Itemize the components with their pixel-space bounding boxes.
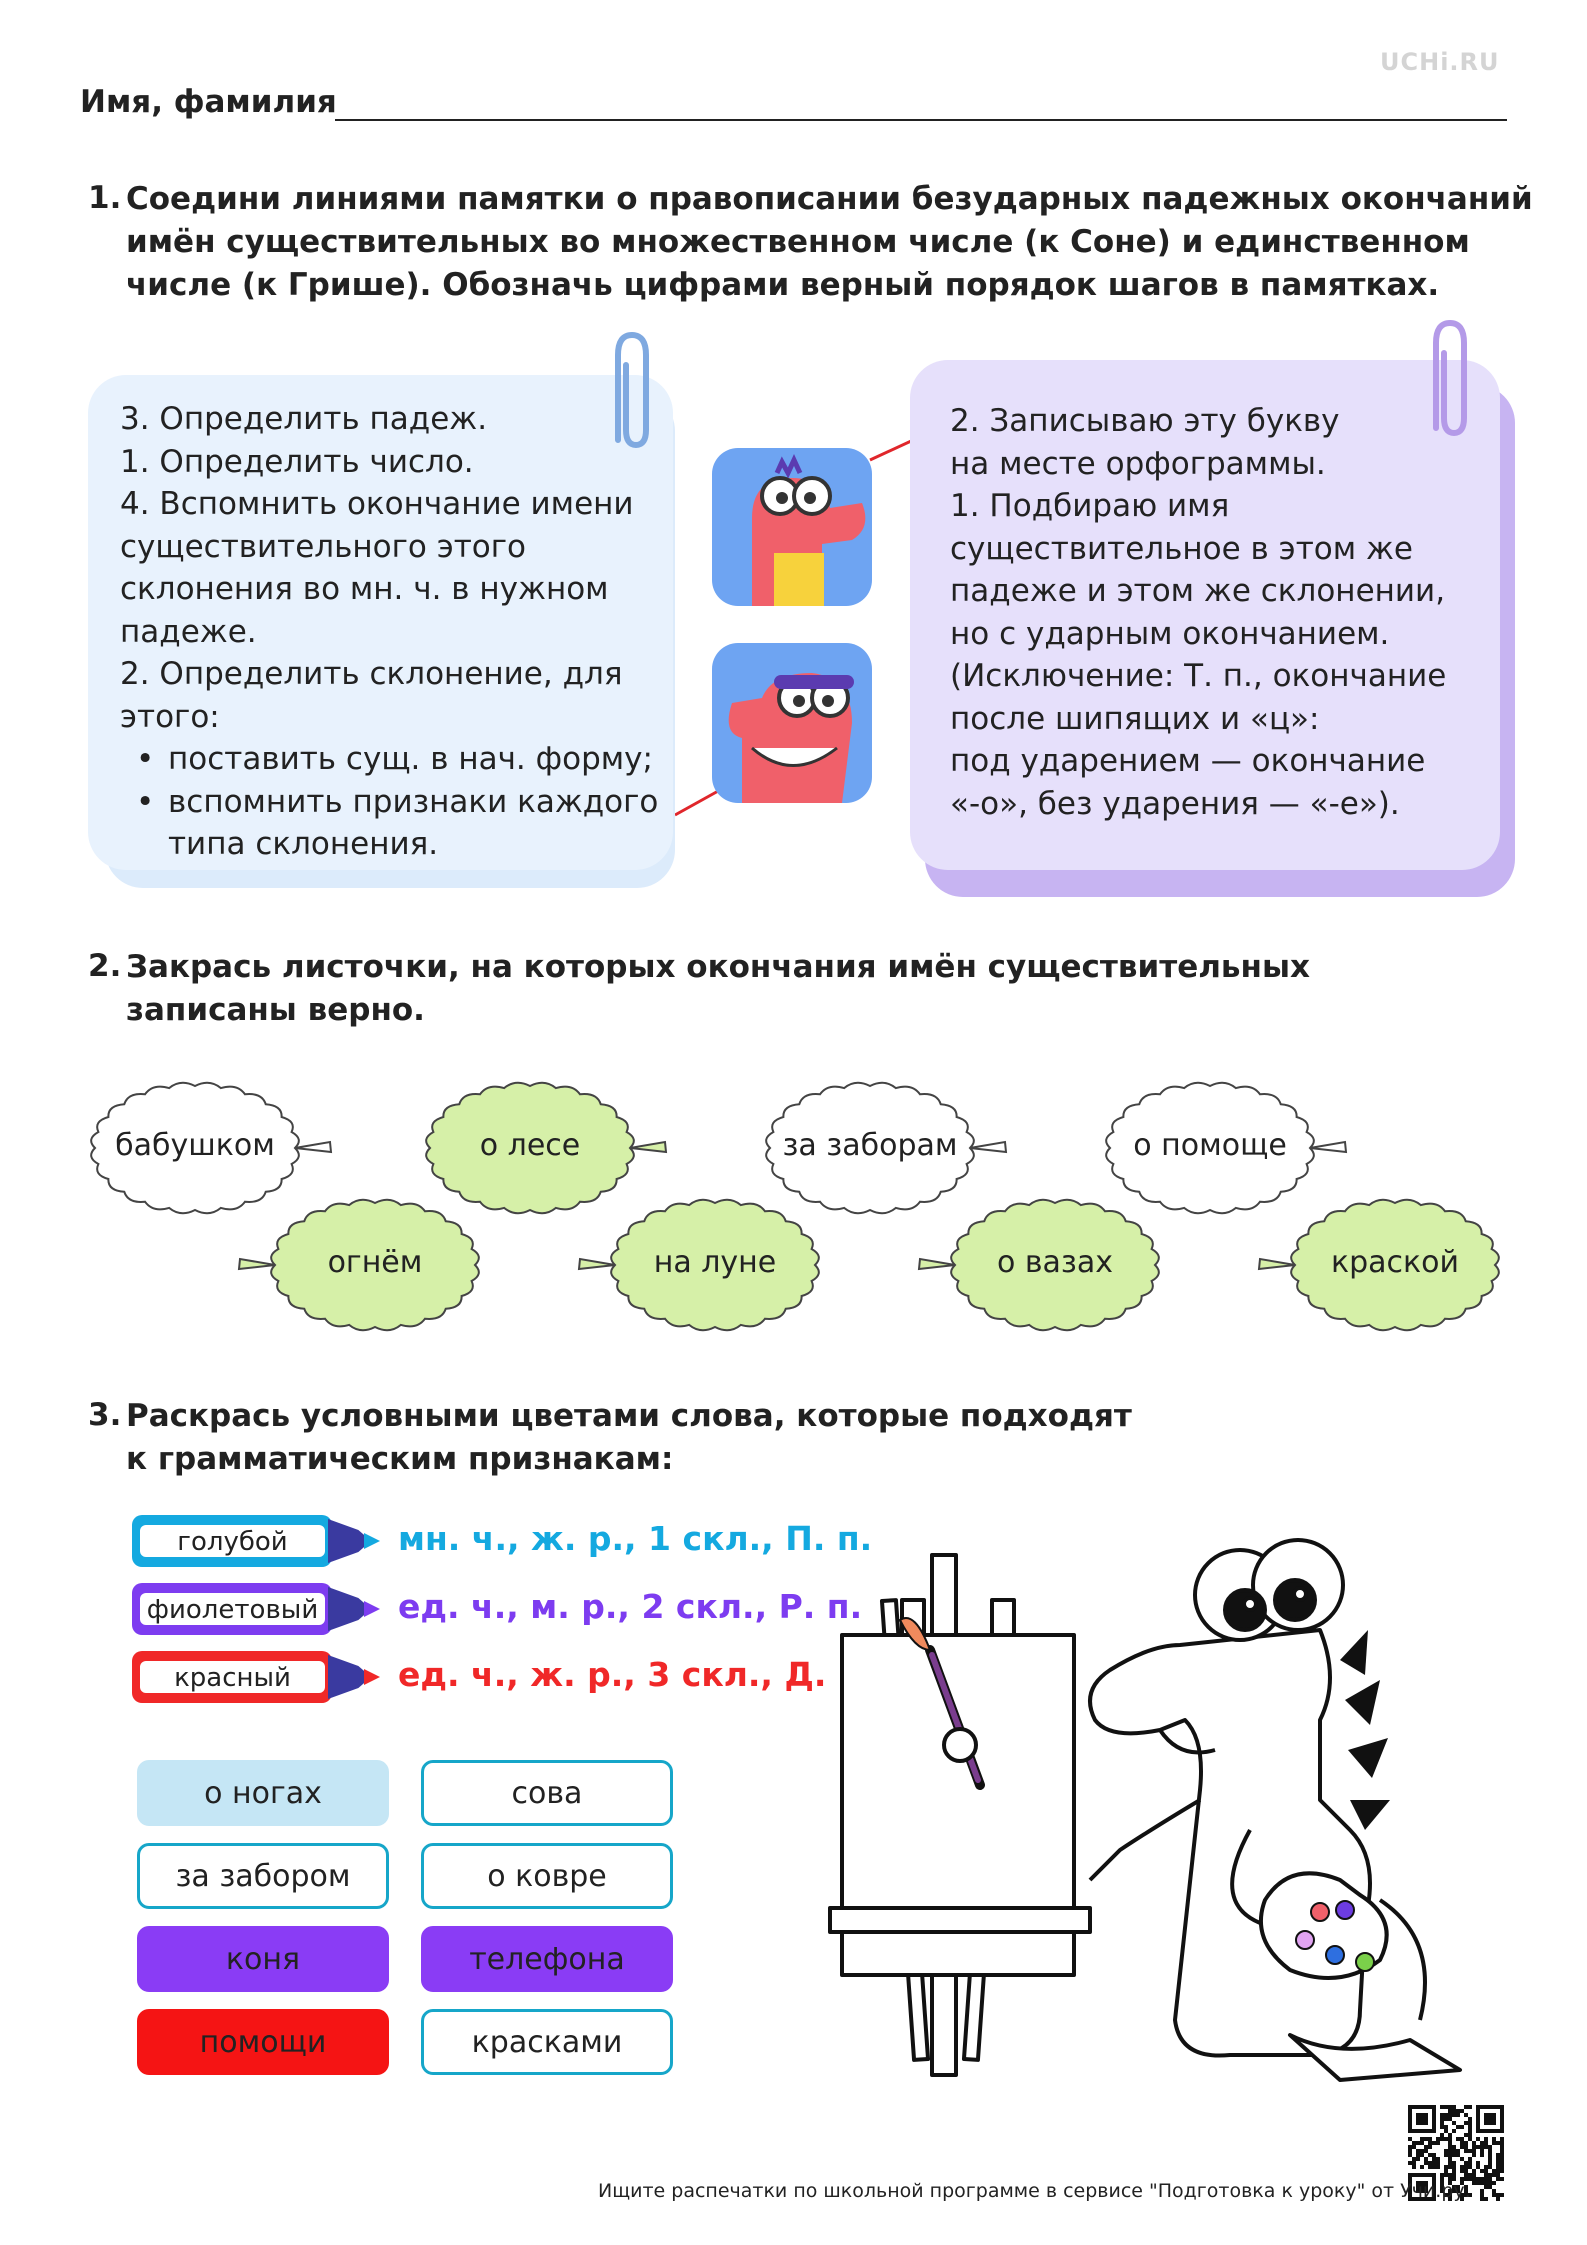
right-card-line: 1. Подбираю имя (950, 488, 1230, 524)
marker-cap (328, 1519, 366, 1563)
name-input-line[interactable] (335, 119, 1507, 121)
word-box[interactable]: помощи (137, 2009, 389, 2075)
left-card-line: 1. Определить число. (120, 443, 474, 480)
bullet-line: вспомнить признаки каждого (168, 783, 659, 820)
task1-number: 1. (88, 180, 122, 216)
leaf-shape[interactable] (1105, 1081, 1348, 1215)
right-card-line: существительное в этом же (950, 530, 1413, 567)
leaf-label: краской (1330, 1245, 1459, 1280)
left-card-line: 4. Вспомнить окончание имени (120, 486, 634, 522)
left-card-line: существительного этого (120, 528, 527, 565)
task2-line: записаны верно. (126, 992, 425, 1028)
left-card-line: 3. Определить падеж. (120, 401, 488, 437)
right-card (910, 360, 1500, 870)
leaf-shape[interactable] (917, 1198, 1160, 1332)
task2-number: 2. (88, 948, 122, 984)
word-box[interactable]: телефона (421, 1926, 673, 1992)
word-box[interactable]: о ковре (421, 1843, 673, 1909)
right-card-line: «-о», без ударения — «-е»). (950, 785, 1400, 822)
left-card-text: 3. Определить падеж. 1. Определить число… (120, 398, 660, 866)
paperclip-icon (1433, 319, 1467, 437)
leaf-label: бабушком (115, 1128, 275, 1163)
word-box[interactable]: о ногах (137, 1760, 389, 1826)
marker-label: фиолетовый (146, 1595, 319, 1625)
name-label: Имя, фамилия (80, 84, 337, 120)
painter-illustration (828, 1538, 1462, 2082)
task1-line: Соедини линиями памятки о правописании б… (126, 181, 1533, 217)
marker-1 (132, 1515, 392, 1567)
right-card-text: 2. Записываю эту букву на месте орфограм… (950, 400, 1490, 825)
sonya-avatar (712, 448, 872, 606)
left-card-line: этого: (120, 698, 220, 735)
bullet-line: типа склонения. (168, 826, 439, 862)
criteria-text: ед. ч., ж. р., 3 скл., Д. п. (398, 1655, 874, 1694)
left-card-bullet: поставить сущ. в нач. форму; (120, 738, 660, 781)
left-card-line: склонения во мн. ч. в нужном (120, 571, 609, 607)
marker-label: красный (174, 1663, 291, 1693)
leaves-area (90, 1081, 1500, 1332)
brand-logo: UCHi.RU (1380, 48, 1500, 76)
task1-line: имён существительных во множественном чи… (126, 224, 1470, 260)
task1-line: числе (к Грише). Обозначь цифрами верный… (126, 267, 1440, 303)
task3-line: Раскрась условными цветами слова, которы… (126, 1398, 1132, 1434)
left-card-bullet: вспомнить признаки каждого типа склонени… (120, 781, 660, 866)
marker-cap (328, 1587, 366, 1631)
task3-instructions: Раскрась условными цветами слова, которы… (126, 1395, 1132, 1481)
leaf-shape[interactable] (577, 1198, 820, 1332)
criteria-text: ед. ч., м. р., 2 скл., Р. п. (398, 1587, 863, 1626)
word-box[interactable]: сова (421, 1760, 673, 1826)
connector-line-bottom (674, 788, 721, 817)
marker-cap (328, 1655, 366, 1699)
left-card-line: падеже. (120, 613, 257, 650)
leaf-label: огнём (327, 1245, 423, 1280)
word-box[interactable]: коня (137, 1926, 389, 1992)
marker-tip (364, 1601, 380, 1617)
leaf-label: о лесе (479, 1128, 581, 1163)
leaf-shape[interactable] (1257, 1198, 1500, 1332)
leaf-shape[interactable] (765, 1081, 1008, 1215)
right-card-line: но с ударным окончанием. (950, 615, 1390, 652)
word-box[interactable]: красками (421, 2009, 673, 2075)
criteria-text: мн. ч., ж. р., 1 скл., П. п. (398, 1519, 873, 1558)
bullet-line: поставить сущ. в нач. форму; (168, 741, 653, 777)
footer-note: Ищите распечатки по школьной программе в… (598, 2180, 1471, 2202)
marker-2 (132, 1583, 392, 1635)
left-card-line: 2. Определить склонение, для (120, 656, 623, 692)
task3-line: к грамматическим признакам: (126, 1441, 674, 1477)
leaf-shape[interactable] (237, 1198, 480, 1332)
marker-label: голубой (177, 1527, 288, 1557)
right-card-line: под ударением — окончание (950, 743, 1426, 779)
leaf-shape[interactable] (90, 1081, 333, 1215)
qr-code[interactable] (1408, 2105, 1504, 2201)
task2-instructions: Закрась листочки, на которых окончания и… (126, 946, 1310, 1032)
leaf-label: о помоще (1133, 1128, 1287, 1163)
marker-label-box (140, 1525, 325, 1557)
marker-tip (364, 1533, 380, 1549)
right-card-line: на месте орфограммы. (950, 445, 1326, 482)
marker-label-box (140, 1661, 325, 1693)
marker-tip (364, 1669, 380, 1685)
right-card-line: падеже и этом же склонении, (950, 573, 1446, 609)
leaf-label: на луне (653, 1245, 777, 1280)
grisha-avatar (712, 643, 872, 803)
task3-number: 3. (88, 1397, 122, 1433)
word-box[interactable]: за забором (137, 1843, 389, 1909)
right-card-line: после шипящих и «ц»: (950, 700, 1320, 737)
leaf-shape[interactable] (425, 1081, 668, 1215)
leaf-label: за заборам (782, 1128, 958, 1163)
marker-label-box (140, 1593, 325, 1625)
task1-instructions: Соедини линиями памятки о правописании б… (126, 178, 1533, 307)
marker-3 (132, 1651, 392, 1703)
paperclip-icon (615, 331, 649, 449)
right-card-line: 2. Записываю эту букву (950, 403, 1340, 439)
leaf-label: о вазах (996, 1245, 1114, 1280)
task2-line: Закрась листочки, на которых окончания и… (126, 949, 1310, 985)
right-card-line: (Исключение: Т. п., окончание (950, 658, 1447, 694)
